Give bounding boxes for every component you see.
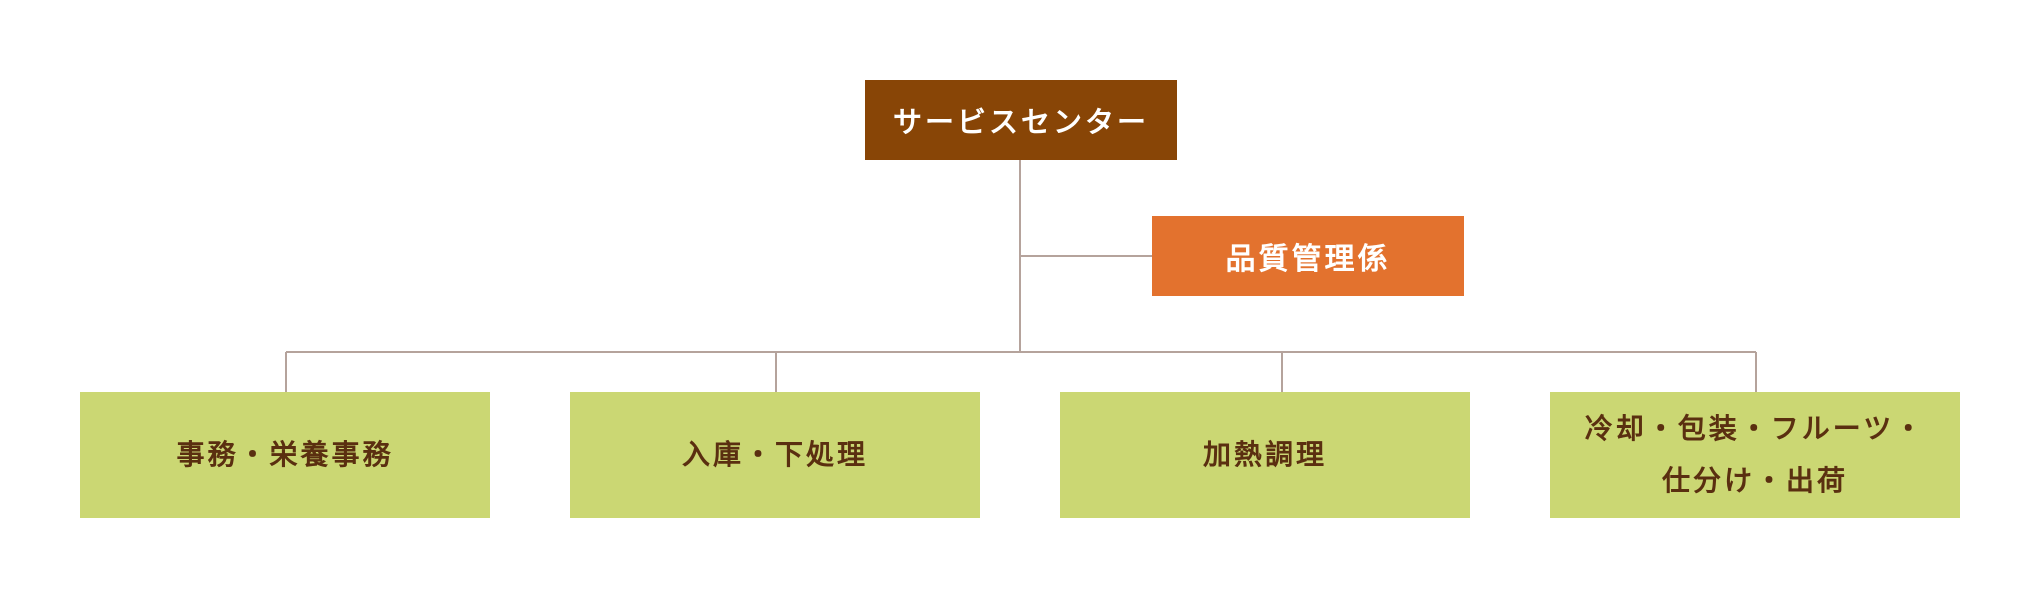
- service-center-box: サービスセンター: [865, 80, 1177, 160]
- service-center-label: サービスセンター: [892, 105, 1149, 139]
- quality-control-box: 品質管理係: [1152, 216, 1464, 296]
- department-label: 入庫・下処理: [681, 438, 868, 472]
- department-label: 事務・栄養事務: [176, 438, 394, 472]
- department-box-office: 事務・栄養事務: [80, 392, 490, 518]
- quality-control-label: 品質管理係: [1225, 242, 1391, 277]
- department-box-cooking: 加熱調理: [1060, 392, 1470, 518]
- department-label-line-1: 冷却・包装・フルーツ・: [1584, 412, 1926, 446]
- department-label: 加熱調理: [1202, 438, 1327, 472]
- department-label-line-2: 仕分け・出荷: [1661, 464, 1848, 497]
- department-box-receiving: 入庫・下処理: [570, 392, 980, 518]
- department-box-packaging: 冷却・包装・フルーツ・ 仕分け・出荷: [1550, 392, 1960, 518]
